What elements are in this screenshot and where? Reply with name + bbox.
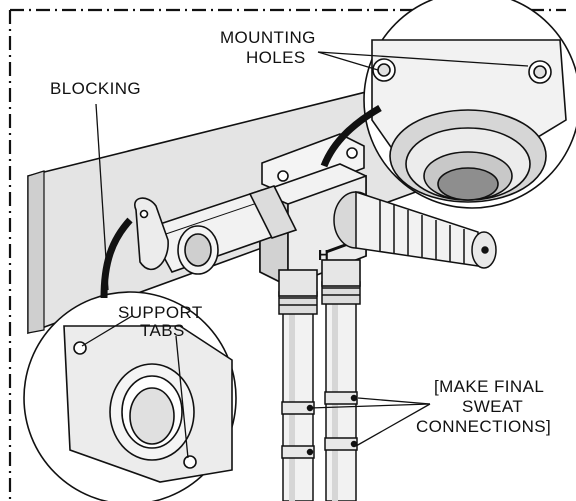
detail-pointer-bottom [100, 217, 133, 299]
label-blocking: BLOCKING [50, 79, 141, 98]
label-tabs: TABS [140, 321, 185, 340]
leader-lines [81, 51, 529, 459]
detail-pointer-top [320, 104, 382, 168]
label-holes: HOLES [246, 48, 306, 67]
left-elbow-fitting [134, 185, 298, 275]
dashed-border [8, 8, 566, 501]
copper-pipes [278, 281, 361, 501]
label-make-final: [MAKE FINAL [434, 377, 544, 396]
label-mounting: MOUNTING [220, 28, 316, 47]
label-support: SUPPORT [118, 303, 203, 322]
label-connections: CONNECTIONS] [416, 417, 551, 436]
threaded-stub [333, 190, 497, 269]
valve-mark: H [318, 247, 329, 264]
support-tab-detail [23, 291, 237, 501]
callout-labels: MOUNTING HOLES BLOCKING SUPPORT TABS [MA… [50, 28, 551, 436]
label-sweat: SWEAT [462, 397, 523, 416]
mounting-hole-detail [363, 0, 576, 209]
